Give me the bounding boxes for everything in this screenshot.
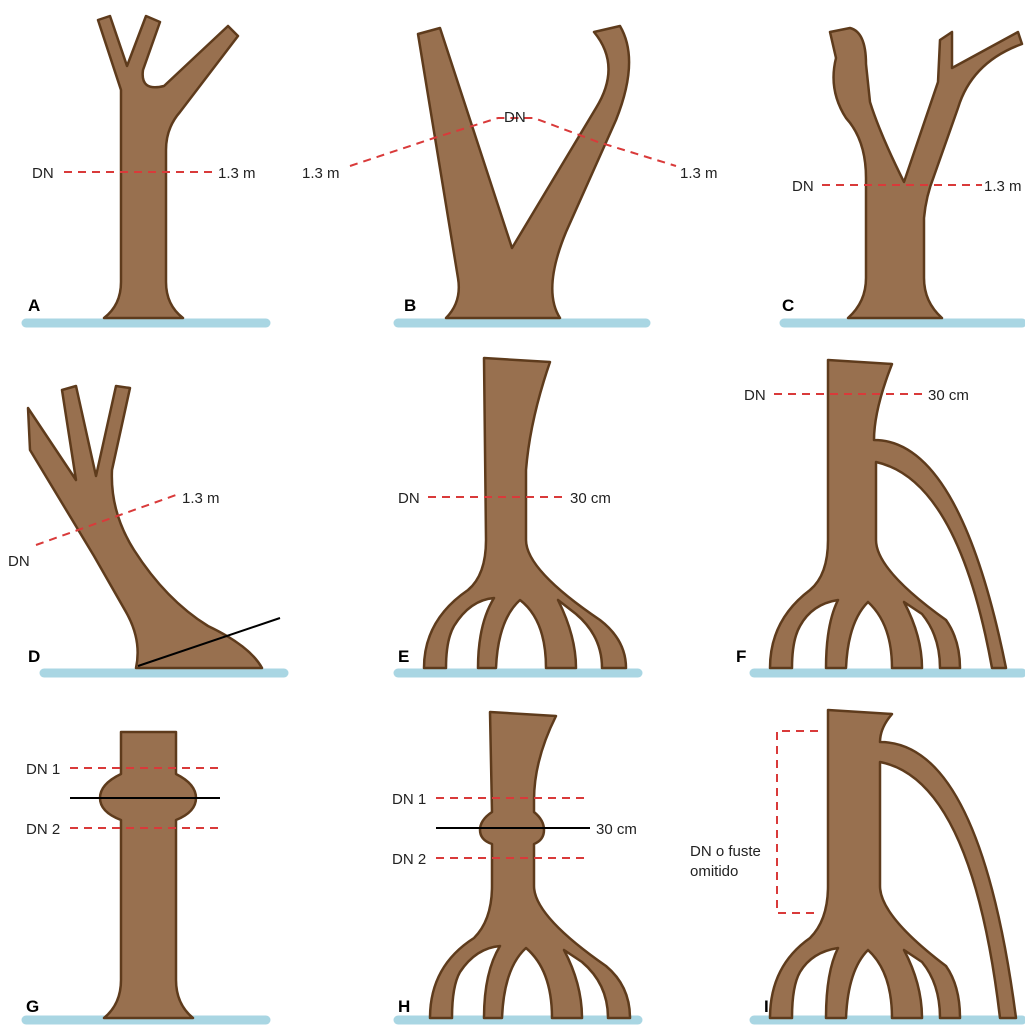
tree-trunk [28,386,262,668]
panel-b: DN 1.3 m 1.3 m B [302,26,718,323]
dbh-label: DN [398,490,420,507]
omitted-stem-bracket [777,731,818,913]
height-label: 1.3 m [218,165,256,182]
panel-c: DN 1.3 m C [782,28,1022,323]
panel-label: E [398,647,409,666]
dbh-label: DN [8,553,30,570]
dbh1-label: DN 1 [392,791,426,808]
panel-h: DN 1 DN 2 30 cm H [392,712,638,1020]
tree-trunk [430,712,630,1018]
panel-g: DN 1 DN 2 G [26,732,266,1020]
panel-label: C [782,296,794,315]
tree-trunk [424,358,626,668]
height-label: 30 cm [596,821,637,838]
tree-trunk [770,360,1006,668]
tree-trunk [98,16,238,318]
panel-label: H [398,997,410,1016]
tree-trunk [100,732,196,1018]
height-label: 1.3 m [984,178,1022,195]
height-label: 1.3 m [182,490,220,507]
dbh-label: DN [792,178,814,195]
dbh1-label: DN 1 [26,761,60,778]
height-label-left: 1.3 m [302,165,340,182]
dbh-label: DN [32,165,54,182]
panel-label: A [28,296,40,315]
tree-trunk [770,710,1016,1018]
dbh-label: DN [744,387,766,404]
dbh2-label: DN 2 [26,821,60,838]
dbh-label: DN [504,109,526,126]
dbh2-label: DN 2 [392,851,426,868]
omitted-label-line1: DN o fuste [690,843,761,860]
height-label: 30 cm [570,490,611,507]
omitted-label-line2: omitido [690,863,738,880]
tree-trunk [830,28,1022,318]
panel-d: DN 1.3 m D [8,386,284,673]
panel-label: F [736,647,746,666]
panel-label: B [404,296,416,315]
tree-trunk [418,26,629,318]
panel-label: G [26,997,39,1016]
panel-e: DN 30 cm E [398,358,638,673]
panel-label: D [28,647,40,666]
panel-label: I [764,997,769,1016]
height-label: 30 cm [928,387,969,404]
panel-i: DN o fuste omitido I [690,710,1022,1020]
panel-a: DN 1.3 m A [26,16,266,323]
panel-f: DN 30 cm F [736,360,1022,673]
height-label-right: 1.3 m [680,165,718,182]
